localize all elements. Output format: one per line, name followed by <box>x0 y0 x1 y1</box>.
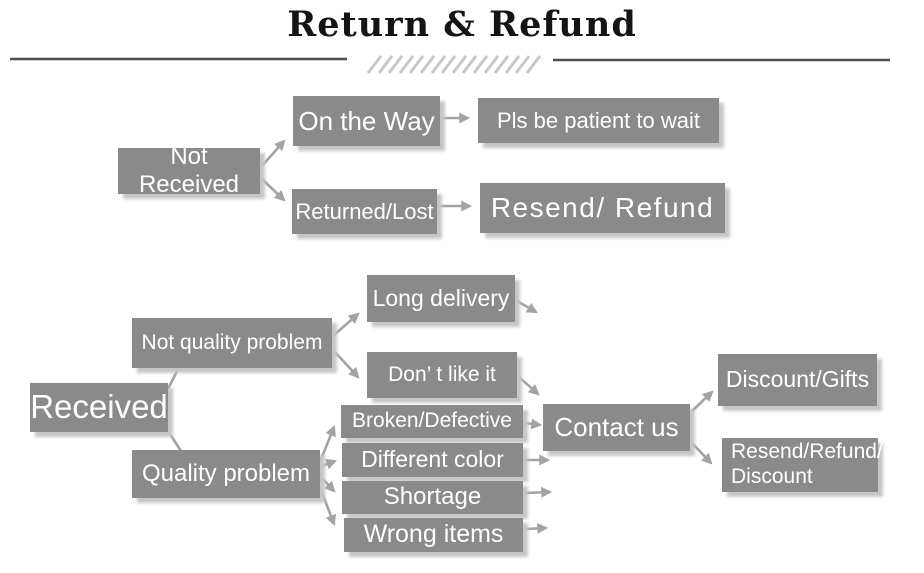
node-not-received: Not Received <box>118 143 260 198</box>
node-received: Received <box>30 383 168 432</box>
node-long-delivery: Long delivery <box>367 275 515 322</box>
node-on-the-way: On the Way <box>293 96 440 146</box>
node-resend-refund: Resend/ Refund <box>480 183 725 233</box>
arrow-notreceived-returnedlost <box>261 178 286 202</box>
arrow-quality-diffcolor <box>321 459 338 470</box>
arrow-contact-discountgifts <box>690 390 714 413</box>
node-broken-defective: Broken/Defective <box>341 405 523 438</box>
arrow-contact-resenddiscount <box>690 441 713 465</box>
node-returned-lost: Returned/Lost <box>292 189 437 234</box>
arrow-notquality-longdelivery <box>333 312 360 336</box>
arrow-notquality-dontlike <box>333 350 360 379</box>
page-title: Return & Refund <box>287 4 637 45</box>
arrow-wrongitems-contact <box>524 522 549 534</box>
title-divider <box>10 55 890 74</box>
node-different-color: Different color <box>342 443 523 477</box>
arrow-quality-wrongitems <box>319 489 336 527</box>
node-pls-be-patient: Pls be patient to wait <box>478 98 719 143</box>
node-quality-problem: Quality problem <box>132 450 320 498</box>
node-shortage: Shortage <box>342 481 523 514</box>
arrow-quality-broken <box>320 424 336 458</box>
node-wrong-items: Wrong items <box>344 518 523 552</box>
arrow-broken-contact <box>524 418 543 430</box>
node-resend-refund-discount: Resend/Refund/ Discount <box>722 438 883 492</box>
arrow-longdelivery-contact <box>516 299 538 314</box>
node-discount-gifts: Discount/Gifts <box>718 354 877 406</box>
node-contact-us: Contact us <box>543 404 690 451</box>
node-dont-like-it: Don’ t like it <box>367 352 517 398</box>
line-received-quality <box>166 430 183 452</box>
arrow-dontlike-contact <box>518 376 540 396</box>
divider-hatch <box>366 55 542 74</box>
line-received-notquality <box>166 368 180 390</box>
arrow-shortage-contact <box>524 486 553 498</box>
node-not-quality-problem: Not quality problem <box>132 318 332 368</box>
arrow-quality-shortage <box>321 477 336 493</box>
arrow-notreceived-ontheway <box>261 139 286 167</box>
